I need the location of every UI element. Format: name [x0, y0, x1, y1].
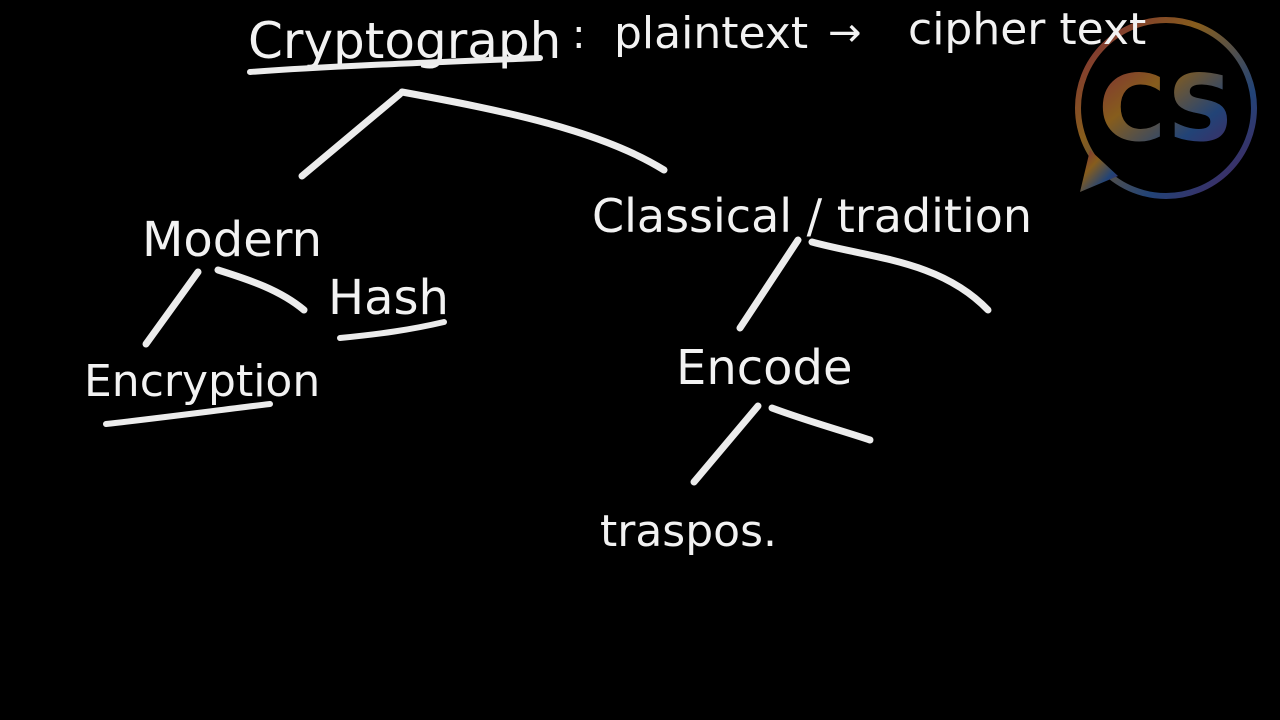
cs-logo-watermark: CS	[1075, 17, 1257, 199]
title-separator: :	[572, 12, 585, 58]
branch-classical-right	[808, 238, 992, 314]
branch-to-traspos	[690, 402, 762, 486]
definition-plaintext: plaintext	[614, 8, 808, 59]
node-traspos: traspos.	[600, 506, 777, 557]
cs-logo-text: CS	[1098, 55, 1233, 162]
branch-to-hash	[214, 266, 308, 314]
node-modern: Modern	[142, 212, 322, 268]
title-underline	[247, 55, 543, 75]
branch-to-encryption	[142, 268, 202, 348]
branch-encode-right	[768, 404, 874, 444]
node-encryption: Encryption	[84, 356, 320, 407]
branch-to-encode	[736, 236, 802, 332]
node-classical: Classical / tradition	[592, 189, 1032, 243]
hash-underline	[337, 319, 447, 341]
node-hash: Hash	[328, 270, 449, 326]
encryption-underline	[103, 401, 273, 427]
branch-to-modern	[298, 90, 404, 180]
node-encode: Encode	[676, 340, 853, 396]
branch-to-classical	[398, 88, 668, 174]
definition-ciphertext: cipher text	[908, 4, 1146, 55]
definition-arrow: →	[828, 10, 862, 56]
